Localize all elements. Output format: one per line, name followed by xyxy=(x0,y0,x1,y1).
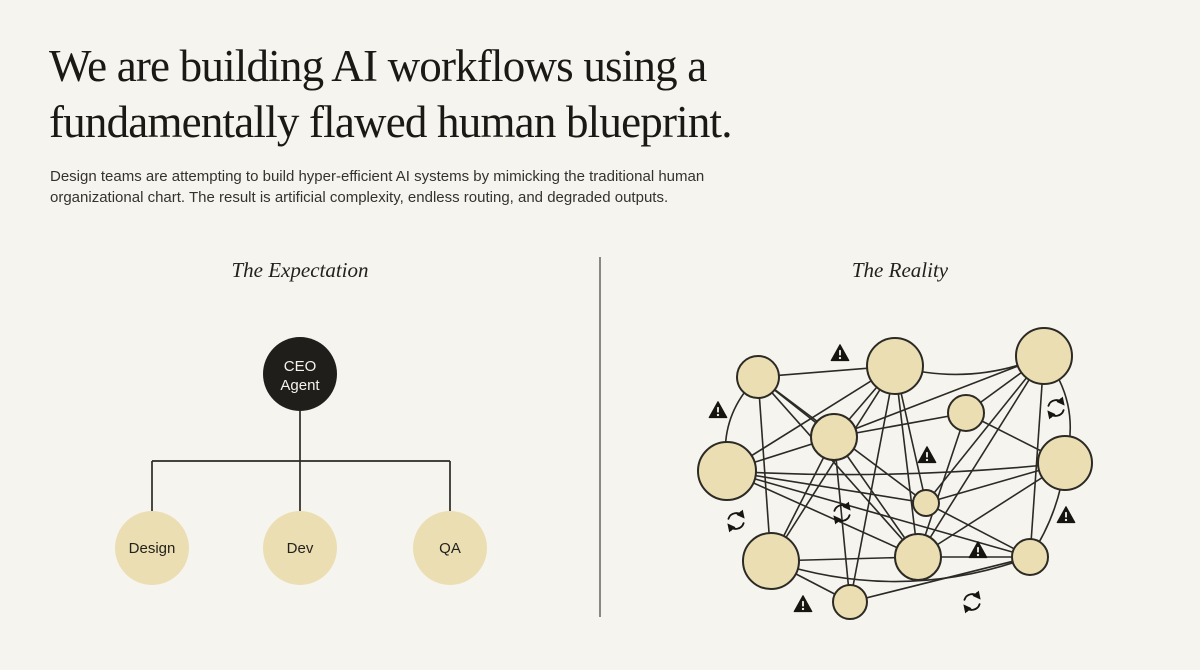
reality-network-svg xyxy=(697,327,1093,620)
connection-line xyxy=(925,502,1031,558)
agent-node xyxy=(947,394,985,432)
connection-line xyxy=(726,470,1031,558)
agent-node xyxy=(1011,538,1049,576)
cycle-icon xyxy=(1048,400,1063,416)
design-node-label: Design xyxy=(129,540,176,557)
connection-line xyxy=(917,462,1066,558)
child-node-qa: QA xyxy=(413,511,487,585)
connection-line xyxy=(757,376,772,562)
connection-line xyxy=(1029,355,1045,558)
ceo-agent-node xyxy=(263,337,337,411)
connection-line xyxy=(770,365,896,562)
agent-node xyxy=(742,532,800,590)
connection-line xyxy=(833,436,919,558)
page-subtitle: Design teams are attempting to build hyp… xyxy=(50,166,704,208)
agent-node xyxy=(1037,435,1093,491)
connection-line xyxy=(726,462,1066,476)
agent-node xyxy=(736,355,780,399)
agent-node xyxy=(832,584,868,620)
connection-line xyxy=(833,355,1045,438)
agent-node xyxy=(912,489,940,517)
connection-line xyxy=(849,556,1031,603)
agent-node xyxy=(810,413,858,461)
agent-node xyxy=(1015,327,1073,385)
ceo-agent-label-line1: CEO xyxy=(284,358,317,375)
warning-icon xyxy=(1056,506,1076,524)
connection-line xyxy=(925,355,1045,504)
connection-line xyxy=(770,556,1031,583)
connection-line xyxy=(757,376,919,558)
page-title-line2: fundamentally flawed human blueprint. xyxy=(49,97,733,147)
cycle-icon xyxy=(964,594,979,610)
warning-icon xyxy=(917,446,937,464)
reality-heading: The Reality xyxy=(851,258,949,282)
design-node-circle xyxy=(115,511,189,585)
cycle-icon xyxy=(728,513,743,529)
connection-line xyxy=(833,436,851,603)
connection-line xyxy=(849,365,896,603)
expectation-heading: The Expectation xyxy=(231,258,369,282)
agent-node xyxy=(894,533,942,581)
connection-line xyxy=(917,355,1045,558)
connection-line xyxy=(726,470,927,504)
qa-node-circle xyxy=(413,511,487,585)
connection-line xyxy=(726,470,919,558)
agent-node xyxy=(697,441,757,501)
page-title-line1: We are building AI workflows using a xyxy=(49,41,707,91)
dev-node-label: Dev xyxy=(287,540,314,557)
warning-icon xyxy=(708,401,728,419)
page-subtitle-line1: Design teams are attempting to build hyp… xyxy=(50,168,705,185)
child-node-design: Design xyxy=(115,511,189,585)
page-subtitle-line2: organizational chart. The result is arti… xyxy=(50,189,669,206)
child-node-dev: Dev xyxy=(263,511,337,585)
qa-node-label: QA xyxy=(439,540,461,557)
warning-icon xyxy=(793,595,813,613)
ceo-agent-label-line2: Agent xyxy=(280,377,320,394)
agent-nodes xyxy=(697,327,1093,620)
expectation-org-chart: CEO Agent Design Dev QA xyxy=(115,337,487,585)
connection-line xyxy=(917,412,967,558)
page-title: We are building AI workflows using a fun… xyxy=(49,38,733,150)
panel-divider-line xyxy=(599,257,601,617)
agent-node xyxy=(866,337,924,395)
connection-line xyxy=(726,365,896,472)
org-connector-lines xyxy=(151,411,451,511)
connection-line xyxy=(894,365,919,558)
dev-node-circle xyxy=(263,511,337,585)
warning-icon xyxy=(830,344,850,362)
